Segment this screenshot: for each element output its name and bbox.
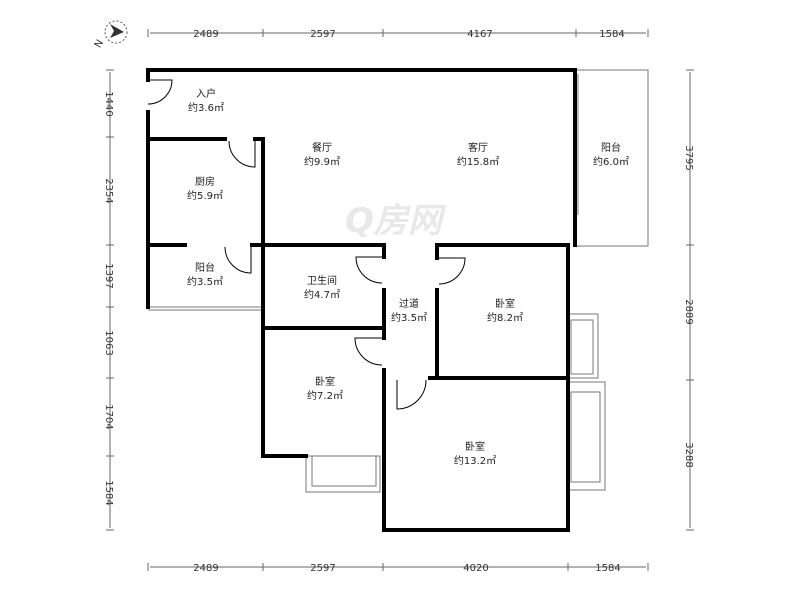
room-name: 客厅	[468, 141, 488, 154]
room-area: 约3.6㎡	[188, 101, 224, 114]
dimension-right-label: 3288	[683, 442, 694, 467]
watermark: Q房网	[345, 201, 447, 241]
dimension-bottom-label: 4020	[463, 563, 488, 574]
room-area: 约3.5㎡	[187, 275, 223, 288]
walls	[146, 68, 577, 532]
room-area: 约13.2㎡	[454, 454, 496, 467]
compass-label: N	[93, 38, 106, 50]
dimension-top-label: 1584	[599, 29, 624, 40]
room-name: 阳台	[195, 261, 215, 274]
room-area: 约3.5㎡	[391, 311, 427, 324]
room-name: 卫生间	[307, 274, 337, 287]
dimension-bottom-label: 2489	[193, 563, 218, 574]
dimension-lines	[109, 32, 691, 568]
room-name: 餐厅	[312, 141, 332, 154]
compass-icon: N	[93, 20, 128, 50]
dimension-top-label: 2597	[310, 29, 335, 40]
room-name: 卧室	[495, 297, 515, 310]
doors	[147, 79, 466, 410]
dimension-left-label: 1584	[103, 480, 114, 505]
room-area: 约7.2㎡	[307, 389, 343, 402]
dimension-top-label: 2489	[193, 29, 218, 40]
dimension-top-label: 4167	[467, 29, 492, 40]
dimension-left-label: 1397	[103, 263, 114, 288]
room-name: 入户	[196, 87, 216, 100]
dimension-bottom-label: 2597	[310, 563, 335, 574]
dimension-left-label: 1063	[103, 330, 114, 355]
room-name: 阳台	[601, 141, 621, 154]
dimension-right-label: 2889	[683, 299, 694, 324]
dimension-left-label: 1440	[103, 91, 114, 116]
dimension-right-label: 3795	[683, 145, 694, 170]
room-name: 卧室	[465, 440, 485, 453]
room-area: 约9.9㎡	[304, 155, 340, 168]
room-area: 约8.2㎡	[487, 311, 523, 324]
room-name: 卧室	[315, 375, 335, 388]
room-name: 厨房	[195, 175, 215, 188]
dimension-left-label: 1704	[103, 404, 114, 429]
room-name: 过道	[399, 297, 419, 310]
room-area: 约6.0㎡	[593, 155, 629, 168]
room-area: 约4.7㎡	[304, 288, 340, 301]
dimension-left-label: 2354	[103, 178, 114, 203]
room-area: 约5.9㎡	[187, 189, 223, 202]
dimension-bottom-label: 1584	[595, 563, 620, 574]
room-area: 约15.8㎡	[457, 155, 499, 168]
